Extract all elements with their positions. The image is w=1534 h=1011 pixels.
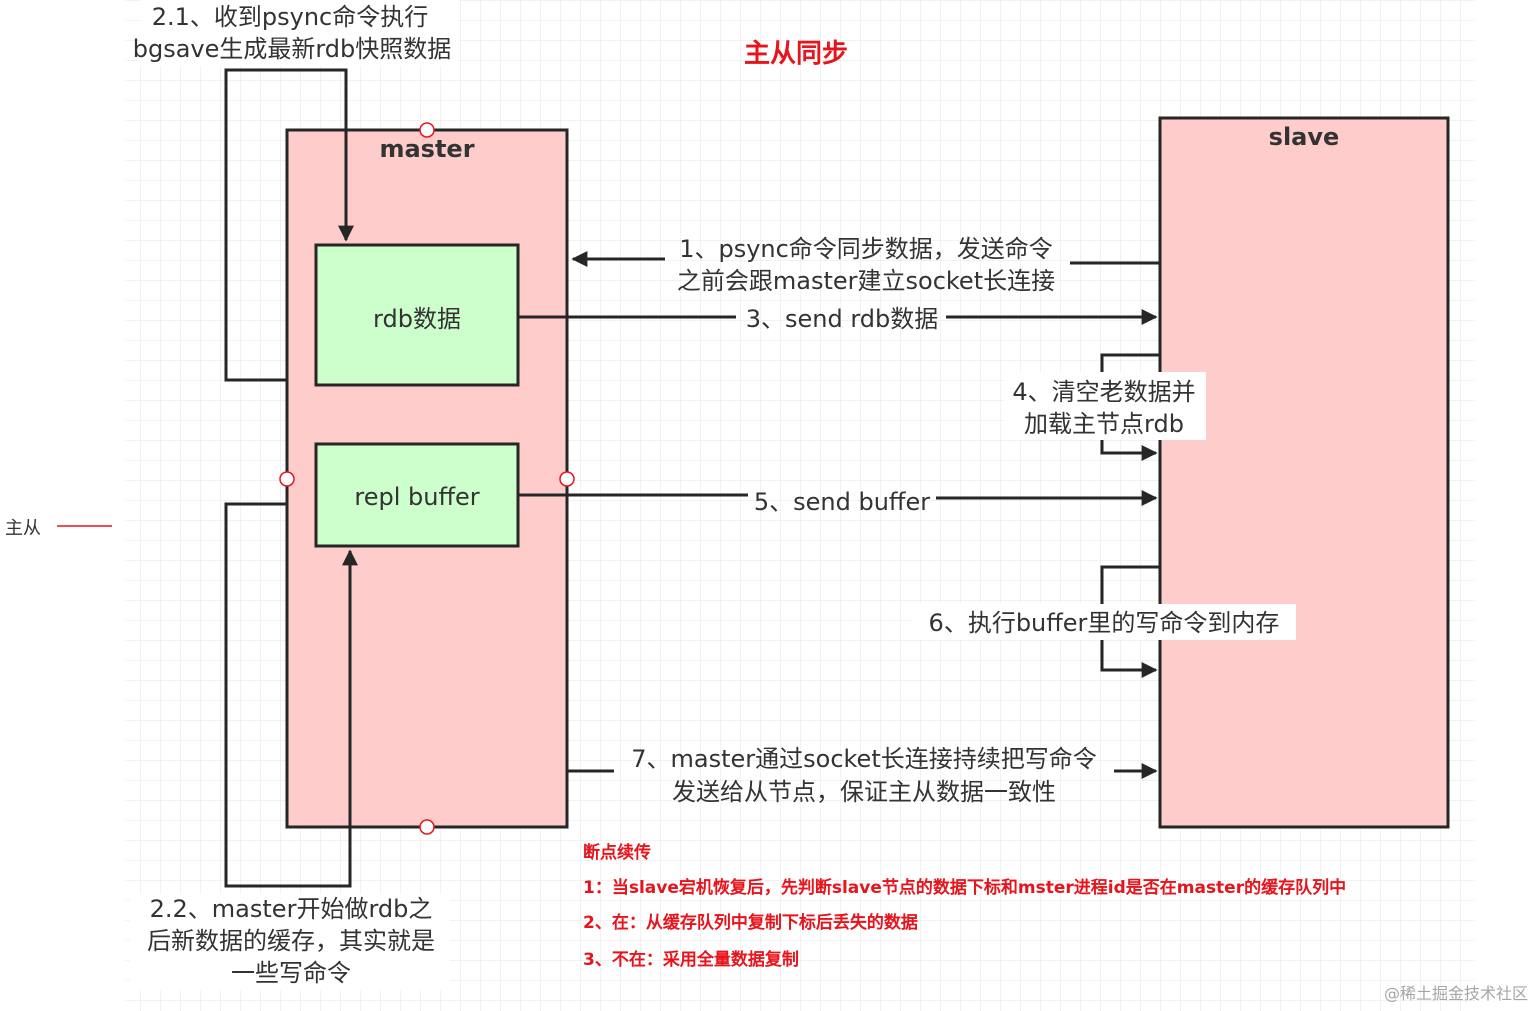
step-6-label: 6、执行buffer里的写命令到内存 (929, 609, 1280, 637)
bgsave-loop-arrow (224, 68, 354, 382)
step-7-line-1: 7、master通过socket长连接持续把写命令 (631, 745, 1097, 773)
repl-buffer-box (314, 442, 520, 548)
step-4-line-1: 4、清空老数据并 (1012, 378, 1195, 406)
step-4-line-2: 加载主节点rdb (1024, 410, 1184, 438)
step-2-1-line-2: bgsave生成最新rdb快照数据 (133, 35, 452, 63)
diagram-title: 主从同步 (744, 38, 848, 69)
master-connection-point-bottom (419, 819, 435, 835)
resume-notes-heading: 断点续传 (583, 842, 651, 863)
step-2-2-line-2: 后新数据的缓存，其实就是 (147, 927, 435, 955)
step-2-1-label-bg (140, 0, 460, 66)
step-6-label-bg (912, 604, 1296, 640)
slave-node (1158, 116, 1450, 829)
step-1-line-1: 1、psync命令同步数据，发送命令 (679, 235, 1053, 263)
step-7-line-2: 发送给从节点，保证主从数据一致性 (672, 778, 1056, 806)
master-label: master (379, 135, 474, 163)
side-annotation-label: 主从 (5, 518, 41, 539)
master-connection-point-right (559, 471, 575, 487)
rdb-data-label: rdb数据 (373, 305, 461, 333)
repl-buffer-label: repl buffer (354, 483, 479, 511)
step-2-2-line-3: 一些写命令 (231, 959, 351, 987)
master-connection-point-left (279, 471, 295, 487)
slave-label: slave (1269, 123, 1340, 151)
resume-note-1: 1：当slave宕机恢复后，先判断slave节点的数据下标和mster进程id是… (583, 877, 1346, 898)
step-2-1-line-1: 2.1、收到psync命令执行 (152, 3, 429, 31)
step-1-line-2: 之前会跟master建立socket长连接 (677, 267, 1055, 295)
resume-note-2: 2、在：从缓存队列中复制下标后丢失的数据 (583, 912, 918, 933)
step-5-label: 5、send buffer (754, 488, 930, 516)
master-connection-point-top (419, 122, 435, 138)
buffer-cache-loop-arrow (224, 502, 358, 888)
watermark: @稀土掘金技术社区 (1384, 984, 1528, 1003)
resume-note-3: 3、不在：采用全量数据复制 (583, 949, 799, 970)
step-3-label: 3、send rdb数据 (746, 305, 939, 333)
step-4-label-bg (1004, 372, 1206, 440)
step-2-2-label-bg (130, 894, 450, 990)
rdb-data-box (314, 243, 520, 387)
step-2-2-line-1: 2.2、master开始做rdb之 (150, 895, 433, 923)
